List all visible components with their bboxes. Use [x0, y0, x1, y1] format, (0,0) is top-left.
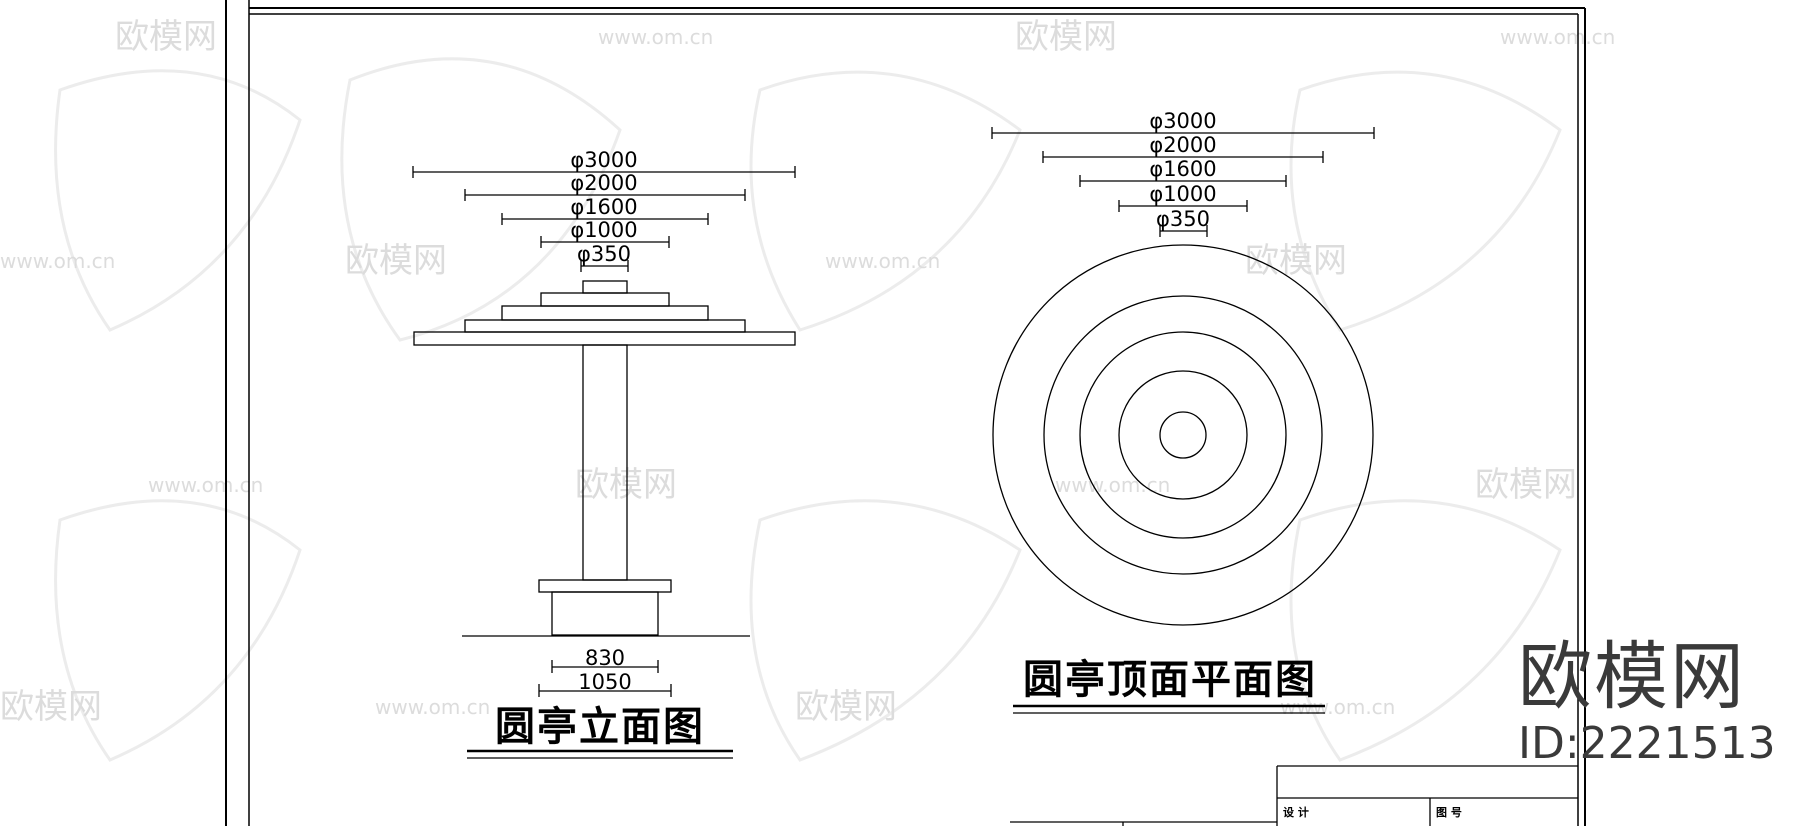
watermark-layer [54, 57, 1562, 762]
wm-brand: 欧模网 [345, 241, 447, 281]
wm-brand: 欧模网 [1475, 465, 1577, 505]
watermark-text-layer: 欧模网 www.om.cn 欧模网 www.om.cn www.om.cn 欧模… [0, 17, 1615, 727]
wm-brand: 欧模网 [115, 17, 217, 57]
wm-brand: 欧模网 [1015, 17, 1117, 57]
elevation-dimension-lines [412, 166, 796, 272]
elevation-dim-label: φ3000 [570, 148, 637, 172]
watermark-brand-logo: 欧模网 [1518, 634, 1746, 720]
roof-tier-1000 [540, 292, 670, 307]
wm-brand: 欧模网 [575, 465, 677, 505]
base-dim-label: 830 [585, 646, 625, 670]
wm-brand: 欧模网 [795, 687, 897, 727]
wm-url: www.om.cn [375, 695, 490, 719]
wm-url: www.om.cn [598, 25, 713, 49]
elevation-view [412, 166, 796, 759]
plan-ring-350 [1159, 411, 1207, 459]
wm-brand: 欧模网 [1245, 241, 1347, 281]
plan-dim-label: φ1000 [1149, 182, 1216, 206]
column [582, 344, 628, 581]
wm-url: www.om.cn [0, 249, 115, 273]
plan-ring-3000 [992, 244, 1374, 626]
base-cap [538, 579, 672, 593]
elevation-dim-label: φ2000 [570, 171, 637, 195]
base-dimension-lines [538, 660, 672, 697]
roof-tier-1600 [501, 305, 709, 321]
plan-dimension-lines [991, 127, 1375, 237]
plan-title: 圆亭顶面平面图 [1023, 656, 1317, 703]
watermark-id: ID:2221513 [1518, 718, 1776, 769]
plan-dim-label: φ2000 [1149, 133, 1216, 157]
roof-tier-3000 [413, 331, 796, 346]
plan-view [991, 127, 1375, 714]
plan-ring-2000 [1043, 295, 1323, 575]
plan-labels: φ3000 φ2000 φ1600 φ1000 φ350 圆亭顶面平面图 [1023, 109, 1317, 703]
wm-url: www.om.cn [1055, 473, 1170, 497]
elevation-dim-label: φ1000 [570, 218, 637, 242]
plan-ring-1000 [1118, 370, 1248, 500]
wm-url: www.om.cn [1500, 25, 1615, 49]
plan-ring-1600 [1079, 331, 1287, 539]
base-dim-label: 1050 [578, 670, 631, 694]
wm-url: www.om.cn [148, 473, 263, 497]
elevation-dim-label: φ350 [577, 242, 631, 266]
wm-url: www.om.cn [825, 249, 940, 273]
elevation-dim-label: φ1600 [570, 195, 637, 219]
plan-dim-label: φ1600 [1149, 157, 1216, 181]
plan-dim-label: φ3000 [1149, 109, 1216, 133]
roof-tier-2000 [464, 319, 746, 333]
elevation-labels: φ3000 φ2000 φ1600 φ1000 φ350 830 1050 圆亭… [495, 148, 705, 750]
plan-dim-label: φ350 [1156, 207, 1210, 231]
base-plinth [551, 591, 659, 636]
title-block [1010, 765, 1578, 826]
sheet-border [225, 0, 1586, 826]
title-block-labels: 设 计 图 号 [1283, 805, 1462, 819]
wm-brand: 欧模网 [0, 687, 102, 727]
roof-finial [582, 280, 628, 294]
design-label: 设 计 [1283, 805, 1309, 819]
elevation-title: 圆亭立面图 [495, 703, 705, 750]
drawing-number-label: 图 号 [1436, 806, 1462, 819]
